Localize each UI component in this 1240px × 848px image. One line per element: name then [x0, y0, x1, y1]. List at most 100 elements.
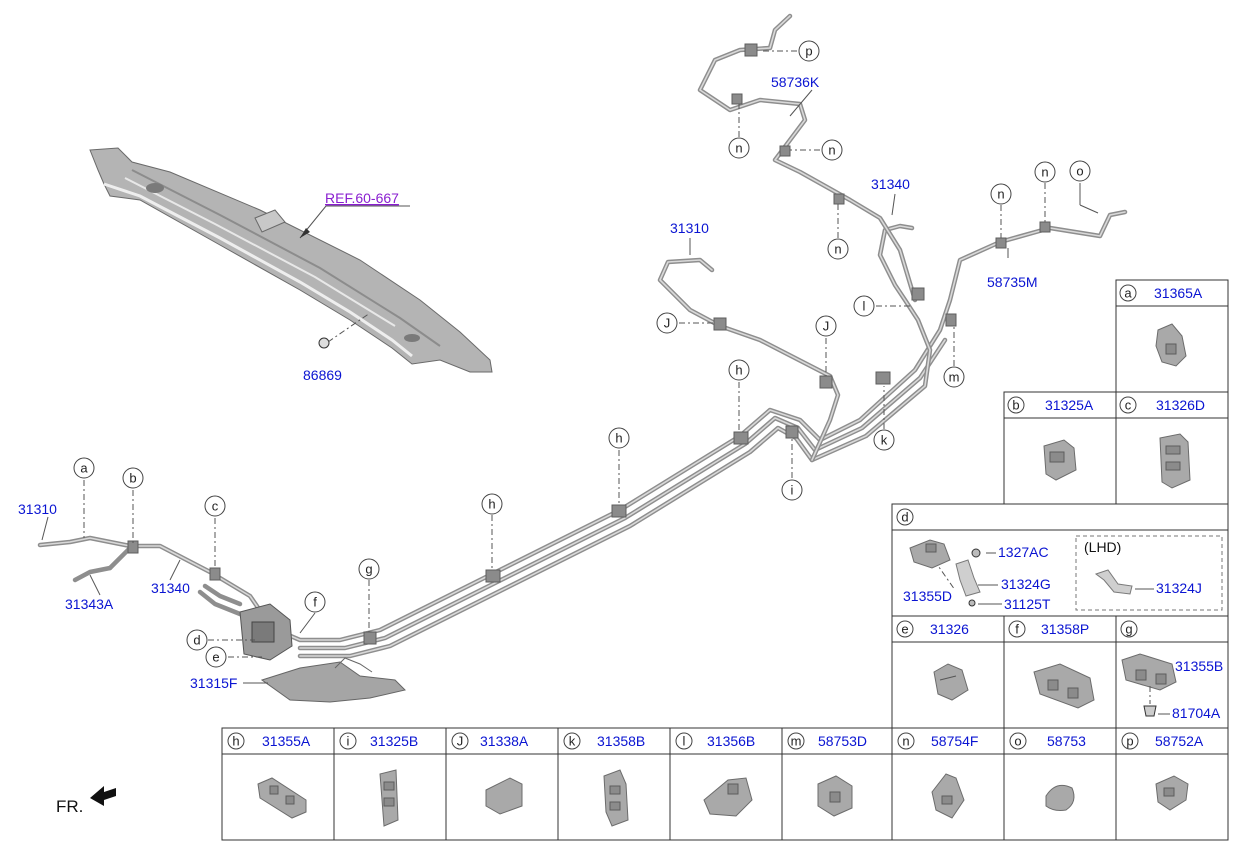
- brake-pipe-assembly: [37, 13, 1128, 703]
- diagram-part-labels: 31310 31310 31340 31340 58736K 58735M 31…: [18, 74, 1038, 691]
- legend-f[interactable]: f 31358P: [1008, 620, 1089, 638]
- svg-text:i: i: [791, 483, 794, 498]
- svg-text:a: a: [1124, 286, 1132, 301]
- legend-g[interactable]: g: [1120, 620, 1138, 638]
- clip-31338A-icon: [485, 777, 523, 815]
- svg-text:31358P: 31358P: [1041, 621, 1089, 637]
- front-arrow-icon: [90, 786, 116, 806]
- part-31343A-label[interactable]: 31343A: [65, 596, 114, 612]
- callout-j-1[interactable]: J: [656, 312, 678, 334]
- callout-k[interactable]: k: [873, 429, 895, 451]
- svg-text:l: l: [863, 299, 866, 314]
- front-direction-indicator: FR.: [56, 786, 116, 816]
- callout-leaders: [41, 50, 1099, 684]
- svg-text:58753: 58753: [1047, 733, 1086, 749]
- svg-text:f: f: [1015, 622, 1019, 637]
- svg-text:J: J: [823, 319, 830, 334]
- legend-grid: [221, 279, 1229, 841]
- legend-o[interactable]: o 58753: [1009, 732, 1086, 750]
- part-31310-top-label[interactable]: 31310: [670, 220, 709, 236]
- svg-text:p: p: [1126, 734, 1133, 749]
- callout-circles: a b c d e f g h h h i J J k l m n n n n …: [73, 40, 1091, 668]
- svg-text:o: o: [1014, 734, 1021, 749]
- part-58735M-label[interactable]: 58735M: [987, 274, 1038, 290]
- callout-b[interactable]: b: [122, 467, 144, 489]
- legend-a[interactable]: a 31365A: [1119, 284, 1203, 302]
- svg-text:b: b: [129, 471, 136, 486]
- lhd-label: (LHD): [1084, 539, 1121, 555]
- svg-text:31326: 31326: [930, 621, 969, 637]
- callout-n-1[interactable]: n: [728, 137, 750, 159]
- part-31340-mid-label[interactable]: 31340: [151, 580, 190, 596]
- part-31310-left-label[interactable]: 31310: [18, 501, 57, 517]
- part-31340-top-label[interactable]: 31340: [871, 176, 910, 192]
- callout-h-2[interactable]: h: [608, 427, 630, 449]
- callout-m[interactable]: m: [943, 366, 965, 388]
- callout-n-2[interactable]: n: [821, 139, 843, 161]
- callout-f[interactable]: f: [304, 591, 326, 613]
- frame-reference[interactable]: REF.60-667: [325, 190, 399, 206]
- part-58736K-label[interactable]: 58736K: [771, 74, 820, 90]
- svg-text:e: e: [901, 622, 908, 637]
- callout-h-1[interactable]: h: [481, 493, 503, 515]
- callout-d[interactable]: d: [186, 629, 208, 651]
- part-31324G-label[interactable]: 31324G: [1001, 576, 1051, 592]
- part-81704A-label[interactable]: 81704A: [1172, 705, 1221, 721]
- svg-text:J: J: [457, 734, 464, 749]
- callout-n-3[interactable]: n: [827, 238, 849, 260]
- part-31315F-label[interactable]: 31315F: [190, 675, 237, 691]
- svg-text:g: g: [1125, 622, 1132, 637]
- callout-c[interactable]: c: [204, 495, 226, 517]
- front-label: FR.: [56, 797, 83, 816]
- part-1327AC-label[interactable]: 1327AC: [998, 544, 1049, 560]
- callout-j-2[interactable]: J: [815, 315, 837, 337]
- callout-o[interactable]: o: [1069, 160, 1091, 182]
- callout-i[interactable]: i: [781, 479, 803, 501]
- legend-d-details: 1327AC 31324G 31355D 31125T (LHD) 31324J: [903, 539, 1202, 612]
- svg-text:o: o: [1076, 164, 1083, 179]
- callout-h-3[interactable]: h: [728, 359, 750, 381]
- clip-31358B-icon: [603, 769, 629, 827]
- 86869-leader: [327, 312, 371, 343]
- part-86869-label[interactable]: 86869: [303, 367, 342, 383]
- part-31324J-label[interactable]: 31324J: [1156, 580, 1202, 596]
- callout-n-5[interactable]: n: [1034, 161, 1056, 183]
- cross-member-illustration: REF.60-667 86869: [89, 147, 493, 383]
- svg-text:d: d: [901, 510, 908, 525]
- callout-p[interactable]: p: [798, 40, 820, 62]
- part-31355B-label[interactable]: 31355B: [1175, 658, 1223, 674]
- clip-31355A-icon: [257, 777, 307, 819]
- callout-l[interactable]: l: [853, 295, 875, 317]
- svg-text:h: h: [735, 363, 742, 378]
- svg-text:n: n: [828, 143, 835, 158]
- svg-text:m: m: [949, 370, 960, 385]
- svg-text:31326D: 31326D: [1156, 397, 1205, 413]
- clip-58753-icon: [1045, 784, 1075, 811]
- part-31125T-label[interactable]: 31125T: [1004, 596, 1051, 612]
- svg-text:i: i: [347, 734, 350, 749]
- callout-e[interactable]: e: [205, 646, 227, 668]
- legend-d[interactable]: d: [896, 508, 914, 526]
- callout-g[interactable]: g: [358, 558, 380, 580]
- callout-a[interactable]: a: [73, 457, 95, 479]
- svg-text:J: J: [664, 316, 671, 331]
- part-31355D-label[interactable]: 31355D: [903, 588, 952, 604]
- svg-text:31365A: 31365A: [1154, 285, 1203, 301]
- svg-text:c: c: [212, 499, 219, 514]
- legend-e[interactable]: e 31326: [896, 620, 969, 638]
- svg-text:h: h: [615, 431, 622, 446]
- svg-text:n: n: [997, 187, 1004, 202]
- callout-n-4[interactable]: n: [990, 183, 1012, 205]
